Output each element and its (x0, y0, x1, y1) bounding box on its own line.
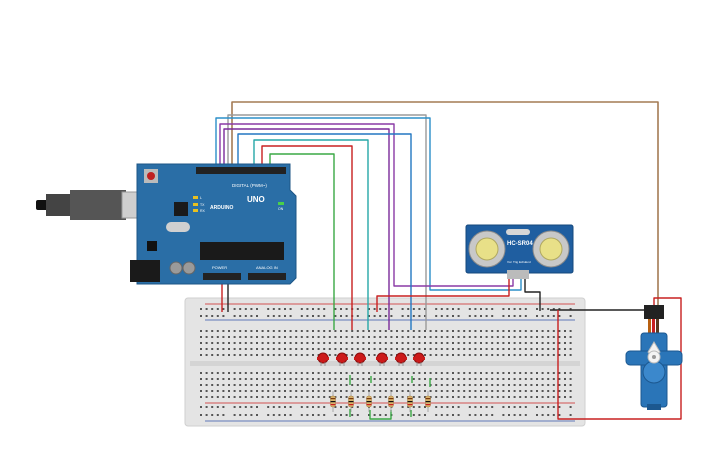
resistor[interactable] (407, 391, 413, 412)
wire-red-led (261, 145, 353, 330)
arduino-uno[interactable]: DIGITAL (PWM~) ARDUINO UNO POWER ANALOG … (36, 163, 297, 285)
led[interactable] (376, 352, 388, 366)
power-label: POWER (212, 265, 227, 270)
wire-purple-trig (219, 123, 514, 287)
led[interactable] (317, 352, 329, 366)
resistor[interactable] (425, 391, 431, 412)
sensor-pin-gnd: Gnd (525, 260, 531, 264)
wire-blue-echo (215, 117, 522, 291)
servo-gear-icon (642, 360, 666, 384)
sensor-pins[interactable] (507, 270, 529, 279)
led[interactable] (336, 352, 348, 366)
breadboard-holes (200, 308, 572, 416)
sensor-pin-vcc: Vcc (507, 260, 513, 264)
capacitor-icon (169, 261, 183, 275)
wire-brown (231, 101, 659, 307)
servo-motor[interactable] (625, 305, 683, 410)
wire-gray (227, 114, 427, 330)
wire-green-bottom (369, 410, 392, 420)
sensor-pin-trig: Trig (513, 260, 518, 264)
led-row (317, 352, 425, 366)
digital-header (196, 167, 286, 174)
capacitor-icon (182, 261, 196, 275)
wire-violet (223, 128, 390, 330)
led[interactable] (354, 352, 366, 366)
led-label-l: L (200, 196, 202, 200)
sensor-label: HC-SR04 (507, 241, 533, 247)
resistor[interactable] (348, 391, 354, 412)
analog-label: ANALOG IN (256, 265, 278, 270)
resistor-row (330, 391, 431, 412)
led-label-rx: RX (200, 209, 206, 213)
microcontroller-chip (200, 242, 284, 260)
hc-sr04-sensor[interactable]: HC-SR04 Vcc Trig Echo Gnd (465, 224, 574, 279)
resistor[interactable] (366, 391, 372, 412)
wire-green-led (269, 153, 335, 330)
arduino-model: UNO (247, 195, 265, 204)
sensor-pin-echo: Echo (519, 260, 526, 264)
led[interactable] (395, 352, 407, 366)
led-label-tx: TX (200, 203, 205, 207)
digital-label: DIGITAL (PWM~) (232, 183, 267, 188)
power-jack-icon (130, 260, 160, 282)
on-label: ON (278, 207, 284, 211)
wire-blue-led (237, 133, 412, 330)
resistor[interactable] (388, 391, 394, 412)
analog-header (248, 273, 286, 280)
arduino-brand: ARDUINO (210, 205, 233, 211)
led[interactable] (413, 352, 425, 366)
wire-teal (253, 139, 369, 330)
resistor[interactable] (330, 391, 336, 412)
wire-red-vcc (376, 278, 510, 312)
wire-black-gnd (524, 278, 541, 311)
power-header (203, 273, 241, 280)
wires (215, 101, 682, 420)
